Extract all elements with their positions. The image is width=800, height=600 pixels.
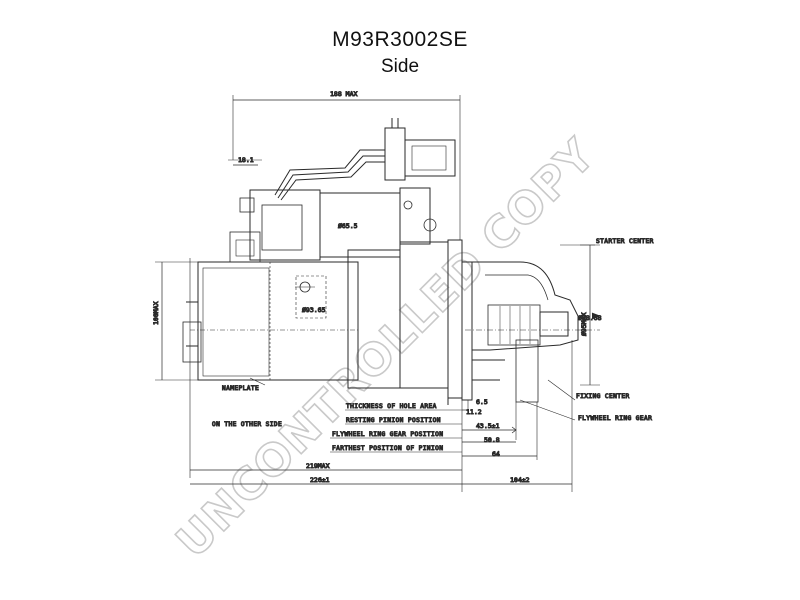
dim-flywheel: 50.8 [484, 436, 500, 444]
dim-width-max: 100MAX [152, 301, 160, 325]
label-nameplate: NAMEPLATE [222, 385, 259, 392]
dim-farthest: 64 [492, 450, 500, 458]
label-farthest-position-of-pinion: FARTHEST POSITION OF PINION [332, 445, 443, 452]
dim-right-length: 104±2 [510, 476, 530, 484]
motor-housing [182, 239, 473, 405]
leader-lines [249, 244, 595, 453]
label-on-the-other-side: ON THE OTHER SIDE [212, 421, 282, 428]
dim-solenoid-diameter: Ø65.5 [338, 222, 358, 230]
dim-pinion-diameter: Ø88.68 [578, 314, 602, 322]
dim-thickness-2: 11.2 [466, 408, 482, 416]
dim-resting: 43.5±1 [476, 422, 500, 430]
label-thickness-of-hole-area: THICKNESS OF HOLE AREA [346, 403, 437, 410]
dimension-lines [161, 99, 601, 485]
label-fixing-center: FIXING CENTER [576, 393, 630, 400]
solenoid [229, 187, 437, 263]
dim-thickness: 6.5 [476, 398, 488, 406]
terminal-connector [239, 118, 456, 213]
dim-body-diameter: Ø93.65 [302, 306, 326, 314]
view-subtitle: Side [380, 56, 420, 77]
uncontrolled-copy-watermark: UNCONTROLLED COPY [167, 129, 606, 568]
label-resting-pinion-position: RESTING PINION POSITION [346, 417, 441, 424]
dim-flange-max: Ø95MAX [580, 312, 588, 336]
label-starter-center: STARTER CENTER [596, 238, 654, 245]
dim-total-219: 219MAX [306, 462, 330, 470]
nose-housing [465, 261, 600, 403]
dim-top-max: 188 MAX [330, 90, 357, 98]
label-flywheel-ring-gear-position: FLYWHEEL RING GEAR POSITION [332, 431, 443, 438]
model-title: M93R3002SE [332, 28, 468, 51]
dim-total-226: 226±1 [310, 476, 330, 484]
dim-small: 18.1 [238, 156, 254, 164]
label-flywheel-ring-gear: FLYWHEEL RING GEAR [578, 415, 652, 422]
